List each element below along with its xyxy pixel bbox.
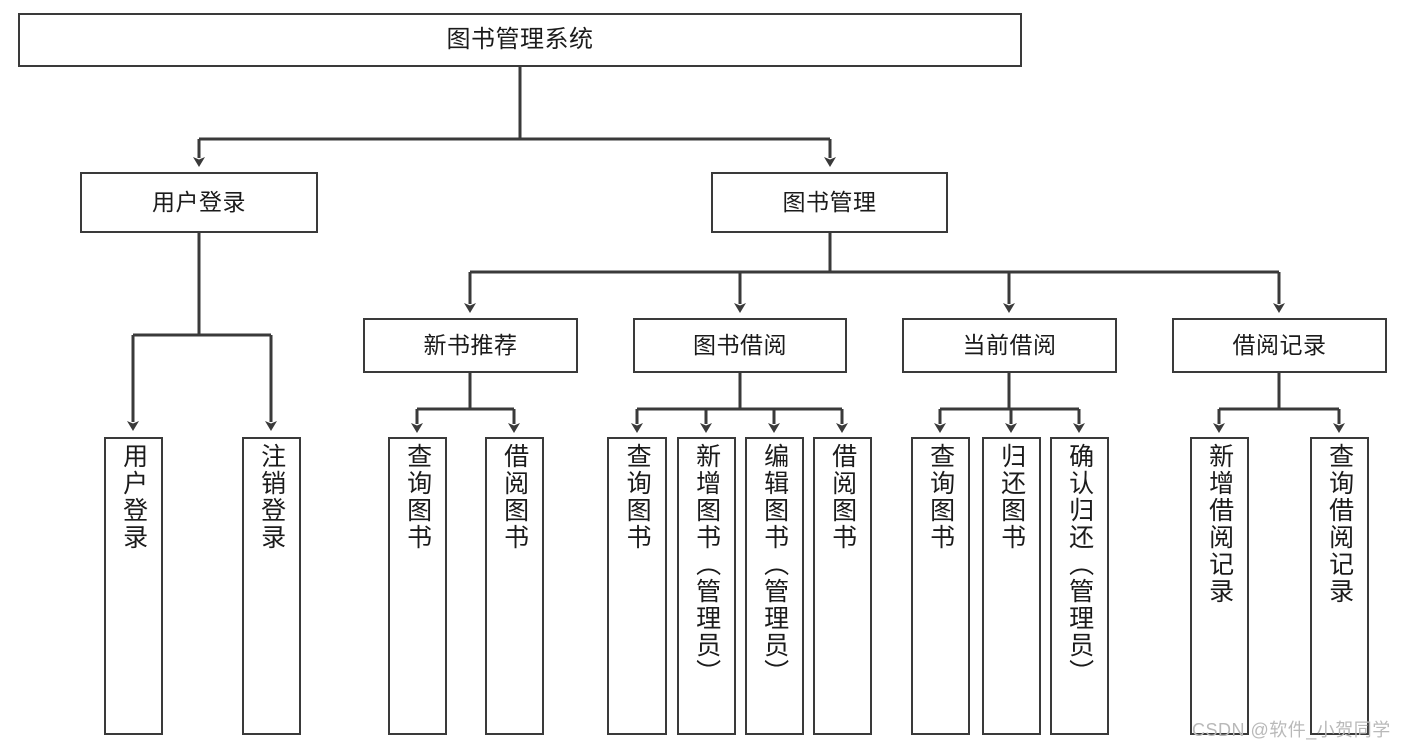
node-leaf-confirm-return-label: 确认归还（管理员） <box>1065 443 1094 686</box>
node-leaf-query-book-3-label: 查询图书 <box>926 443 955 551</box>
node-leaf-edit-book[interactable]: 编辑图书（管理员） <box>745 437 804 735</box>
node-leaf-user-login[interactable]: 用户登录 <box>104 437 163 735</box>
node-leaf-confirm-return[interactable]: 确认归还（管理员） <box>1050 437 1109 735</box>
node-leaf-query-record[interactable]: 查询借阅记录 <box>1310 437 1369 735</box>
node-leaf-query-book-2-label: 查询图书 <box>623 443 652 551</box>
node-leaf-query-record-label: 查询借阅记录 <box>1325 443 1354 605</box>
node-leaf-edit-book-label: 编辑图书（管理员） <box>760 443 789 686</box>
node-book-borrow-label: 图书借阅 <box>693 331 787 358</box>
node-user-login[interactable]: 用户登录 <box>80 172 318 233</box>
node-leaf-add-book[interactable]: 新增图书（管理员） <box>677 437 736 735</box>
node-root-label: 图书管理系统 <box>446 25 594 53</box>
node-borrow-record-label: 借阅记录 <box>1232 331 1327 358</box>
node-leaf-query-book-2[interactable]: 查询图书 <box>607 437 667 735</box>
csdn-watermark: CSDN @软件_小贺同学 <box>1192 716 1391 742</box>
node-book-borrow[interactable]: 图书借阅 <box>633 318 847 373</box>
node-current-borrow[interactable]: 当前借阅 <box>902 318 1117 373</box>
node-user-login-label: 用户登录 <box>152 188 246 215</box>
node-leaf-query-book-1-label: 查询图书 <box>403 443 432 551</box>
node-leaf-query-book-1[interactable]: 查询图书 <box>388 437 447 735</box>
node-leaf-query-book-3[interactable]: 查询图书 <box>911 437 970 735</box>
node-leaf-add-book-label: 新增图书（管理员） <box>692 443 721 686</box>
node-current-borrow-label: 当前借阅 <box>962 331 1057 358</box>
node-leaf-borrow-book-2[interactable]: 借阅图书 <box>813 437 872 735</box>
node-leaf-borrow-book-2-label: 借阅图书 <box>828 443 857 551</box>
node-leaf-add-record[interactable]: 新增借阅记录 <box>1190 437 1249 735</box>
node-leaf-borrow-book-1-label: 借阅图书 <box>500 443 529 551</box>
node-leaf-user-logout[interactable]: 注销登录 <box>242 437 301 735</box>
node-leaf-borrow-book-1[interactable]: 借阅图书 <box>485 437 544 735</box>
node-new-book-recommend-label: 新书推荐 <box>423 331 518 358</box>
node-borrow-record[interactable]: 借阅记录 <box>1172 318 1387 373</box>
node-leaf-add-record-label: 新增借阅记录 <box>1205 443 1234 605</box>
node-book-manage-label: 图书管理 <box>782 188 877 215</box>
node-new-book-recommend[interactable]: 新书推荐 <box>363 318 578 373</box>
node-leaf-return-book[interactable]: 归还图书 <box>982 437 1041 735</box>
node-leaf-user-logout-label: 注销登录 <box>257 443 286 551</box>
node-leaf-user-login-label: 用户登录 <box>119 443 148 551</box>
node-leaf-return-book-label: 归还图书 <box>997 443 1026 551</box>
node-book-manage[interactable]: 图书管理 <box>711 172 948 233</box>
node-root[interactable]: 图书管理系统 <box>18 13 1022 67</box>
csdn-watermark-text: CSDN @软件_小贺同学 <box>1192 720 1391 740</box>
